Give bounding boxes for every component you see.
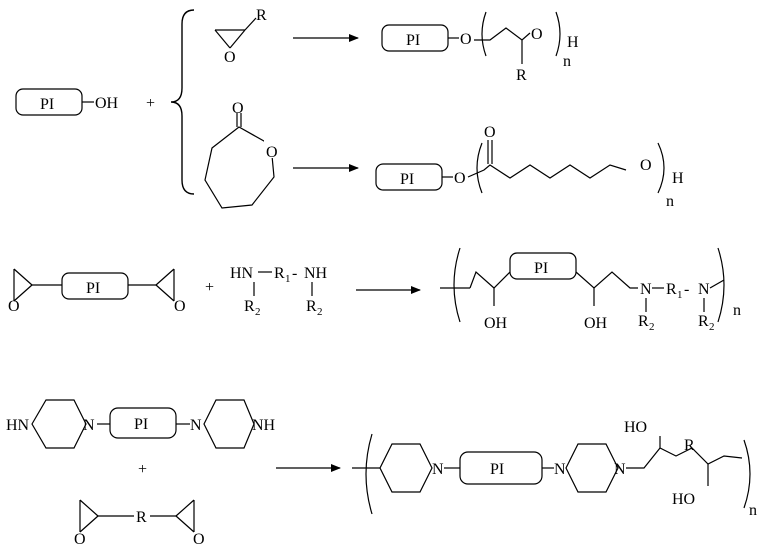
ester-oxygen: O (454, 170, 466, 187)
epoxide-reactant: O R (214, 7, 267, 66)
carbonyl-oxygen: O (232, 100, 244, 117)
amine-n-right: N (698, 281, 710, 298)
dash: - (292, 265, 297, 282)
epoxide-oxygen-right: O (174, 298, 186, 315)
reactant-pi-oh: PI OH (15, 88, 119, 116)
epoxide-r-group: R (256, 7, 267, 24)
chain-oxygen: O (640, 157, 652, 174)
r2-subscript-right: 2 (709, 321, 715, 333)
scheme-1-hydroxyl-pi: PI OH + O R PI O O R H (15, 7, 684, 210)
polyether-product: PI O O R H n (381, 11, 579, 84)
pi-label: PI (534, 260, 548, 277)
chain-oxygen: O (531, 26, 543, 43)
r2-subscript-left: 2 (649, 321, 655, 333)
pi-label: PI (400, 171, 414, 188)
bispiperazine-reactant: HN N PI N NH (6, 399, 276, 449)
amine-nh: NH (304, 265, 328, 282)
pi-label: PI (86, 280, 100, 297)
piperazine-n-left: N (83, 417, 95, 434)
scheme-3-piperazine: HN N PI N NH + O R O (6, 399, 757, 547)
side-r-group: R (516, 67, 527, 84)
repeat-bracket-right (657, 142, 665, 194)
pi-box (509, 252, 577, 280)
repeat-bracket-left (453, 247, 461, 323)
repeat-bracket-right (555, 11, 561, 57)
plus-sign: + (138, 461, 147, 478)
hydroxyl-label: OH (95, 95, 119, 112)
epoxide-oxygen-right: O (193, 531, 205, 547)
epoxy-amine-polymer-product: OH PI OH N R 2 R 1 - N R 2 n (440, 247, 741, 333)
terminal-h: H (567, 34, 579, 51)
repeat-n: n (749, 502, 757, 519)
pi-label: PI (406, 32, 420, 49)
hydroxyl-left: OH (484, 315, 508, 332)
piperazine-n-2: N (554, 461, 566, 478)
repeat-bracket-right (743, 439, 751, 509)
piperazine-n-right: N (190, 417, 202, 434)
piperazine-n-1: N (432, 461, 444, 478)
r1-label: R (666, 281, 677, 298)
r1-subscript: 1 (677, 289, 683, 301)
epoxide-oxygen-left: O (74, 531, 86, 547)
plus-sign: + (205, 279, 214, 296)
diepoxide-r-reactant: O R O (74, 499, 205, 547)
r1-subscript: 1 (285, 273, 291, 285)
hydroxyl-right: OH (584, 315, 608, 332)
r2-label-left: R (244, 298, 255, 315)
r2-subscript-right: 2 (317, 306, 323, 318)
amine-n-left: N (640, 281, 652, 298)
pi-label: PI (40, 96, 54, 113)
linker-r-group: R (684, 437, 695, 454)
repeat-n: n (666, 193, 674, 210)
hydroxyl-bottom: HO (672, 491, 695, 508)
r2-label-right: R (698, 313, 709, 330)
scheme-2-diepoxide-diamine: O PI O + HN R 1 - NH R 2 R 2 (8, 247, 741, 333)
piperazine-nh-right: NH (252, 417, 276, 434)
pi-label: PI (490, 461, 504, 478)
piperazine-nh-left: HN (6, 417, 30, 434)
r2-label-left: R (638, 313, 649, 330)
repeat-n: n (733, 302, 741, 319)
amine-hn: HN (230, 265, 254, 282)
repeat-bracket-right (717, 247, 725, 323)
caprolactone-reactant: O O (204, 100, 282, 209)
repeat-n: n (563, 53, 571, 70)
curly-brace (170, 9, 195, 195)
piperazine-n-3: N (614, 461, 626, 478)
repeat-bracket-left (476, 142, 483, 194)
r2-subscript-left: 2 (255, 306, 261, 318)
terminal-h: H (672, 170, 684, 187)
carbonyl-oxygen: O (484, 124, 496, 141)
dash: - (684, 281, 689, 298)
ring-oxygen: O (266, 144, 278, 161)
pi-label: PI (134, 416, 148, 433)
diamine-reactant: HN R 1 - NH R 2 R 2 (230, 265, 328, 318)
polyester-product: PI O O O H n (375, 124, 684, 210)
epoxide-oxygen-left: O (8, 298, 20, 315)
repeat-bracket-left (365, 433, 373, 515)
plus-sign: + (146, 95, 155, 112)
pi-box (61, 272, 129, 300)
diepoxide-reactant: O PI O (8, 268, 186, 315)
linker-r-group: R (136, 509, 147, 526)
piperazine-polymer-product: N PI N N HO R HO n (352, 419, 757, 519)
r2-label-right: R (306, 298, 317, 315)
ether-oxygen: O (460, 31, 472, 48)
r1-label: R (274, 265, 285, 282)
pi-box (109, 407, 177, 439)
hydroxyl-top: HO (624, 419, 647, 436)
repeat-bracket-left (481, 11, 487, 57)
epoxide-oxygen: O (224, 49, 236, 66)
